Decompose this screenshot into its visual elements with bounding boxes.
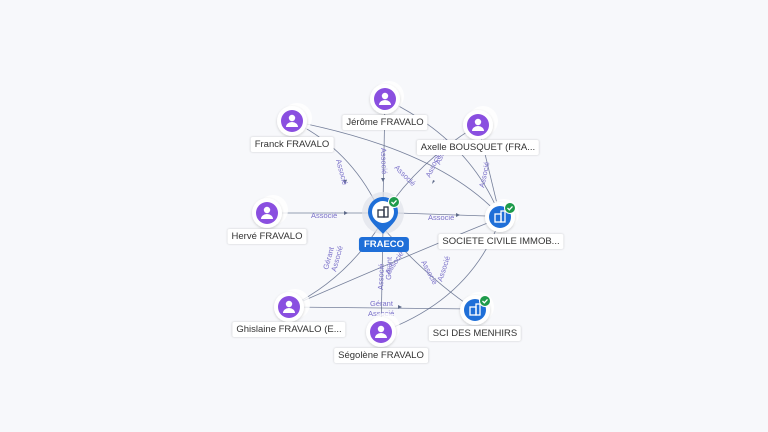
- building-icon: [469, 303, 481, 316]
- company-node-societe-civile[interactable]: [485, 199, 519, 232]
- node-label-herve[interactable]: Hervé FRAVALO: [227, 229, 307, 244]
- edge-label: Associé: [334, 158, 349, 186]
- arrowhead: [432, 180, 435, 184]
- edge-ghislaine-societe: [288, 217, 501, 308]
- person-icon: [283, 300, 295, 313]
- person-icon: [261, 206, 273, 219]
- node-label-jerome[interactable]: Jérôme FRAVALO: [342, 115, 428, 130]
- node-label-segolene[interactable]: Ségolène FRAVALO: [334, 348, 428, 363]
- arrowhead: [343, 180, 347, 184]
- person-node-ghislaine[interactable]: [274, 289, 310, 322]
- center-node-fraeco[interactable]: [362, 192, 404, 234]
- person-node-axelle[interactable]: [463, 106, 498, 140]
- arrowhead: [398, 305, 402, 309]
- node-label-ghislaine[interactable]: Ghislaine FRAVALO (E...: [232, 322, 346, 337]
- edge-franck-societe: [291, 120, 501, 217]
- verified-check-icon: [504, 202, 516, 214]
- person-node-segolene[interactable]: [366, 313, 400, 347]
- building-icon: [494, 210, 506, 223]
- company-node-sci-des-menhirs[interactable]: [460, 292, 494, 325]
- node-label-sci-des-menhirs[interactable]: SCI DES MENHIRS: [428, 326, 522, 341]
- node-label-societe-civile[interactable]: SOCIETE CIVILE IMMOB...: [438, 234, 564, 249]
- person-icon: [379, 92, 391, 105]
- edge-label: Gérant: [384, 256, 394, 280]
- person-node-jerome[interactable]: [370, 81, 404, 114]
- arrowhead: [344, 211, 348, 215]
- verified-check-icon: [388, 196, 400, 208]
- edge-label: Associé: [393, 163, 418, 188]
- edge-label: Associé: [376, 264, 386, 291]
- edge-label: Associé: [379, 148, 389, 175]
- person-icon: [472, 118, 484, 131]
- arrowhead: [381, 178, 385, 182]
- edge-label: Gérant: [370, 299, 394, 308]
- edge-label: Associé: [419, 259, 439, 286]
- edge-label: Associé: [428, 213, 454, 222]
- edge-label: Associé: [311, 211, 337, 220]
- person-icon: [286, 114, 298, 127]
- edge-label: Associé: [435, 255, 452, 283]
- center-node-label[interactable]: FRAECO: [358, 237, 410, 252]
- node-label-franck[interactable]: Franck FRAVALO: [250, 137, 334, 152]
- edge-label: Associé: [477, 161, 491, 189]
- edge-label: Associé: [368, 309, 394, 318]
- person-node-franck[interactable]: [277, 103, 312, 136]
- edge-labels: Associé Associé Associé Associé Associé …: [311, 138, 491, 318]
- person-icon: [375, 325, 387, 338]
- person-node-herve[interactable]: [252, 195, 288, 228]
- verified-check-icon: [479, 295, 491, 307]
- edge-fraeco-societe: [397, 212, 487, 217]
- building-icon: [377, 206, 389, 218]
- arrowheads: [343, 178, 460, 309]
- node-label-axelle[interactable]: Axelle BOUSQUET (FRA...: [416, 140, 540, 155]
- arrowhead: [456, 213, 460, 217]
